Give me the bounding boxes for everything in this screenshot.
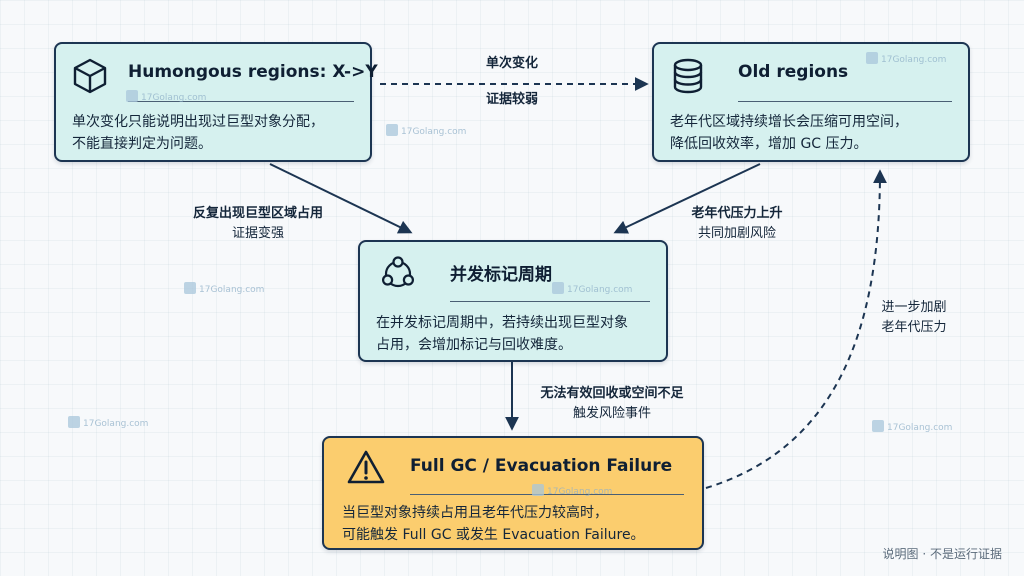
edge-old-to-concurrent: [613, 163, 761, 234]
edge-label-old-to-concurrent: 老年代压力上升 共同加剧风险: [691, 206, 783, 241]
node-full-gc: Full GC / Evacuation Failure 当巨型对象持续占用且老…: [322, 436, 704, 550]
divider: [128, 101, 354, 102]
divider: [450, 301, 650, 302]
node-humongous: Humongous regions: X->Y 单次变化只能说明出现过巨型对象分…: [54, 42, 378, 162]
node-old-regions: Old regions 老年代区域持续增长会压缩可用空间， 降低回收效率，增加 …: [652, 42, 970, 162]
node-title: Humongous regions: X->Y: [128, 62, 378, 82]
watermark: 17Golang.com: [68, 416, 148, 429]
watermark: 17Golang.com: [386, 124, 466, 137]
watermark: 17Golang.com: [552, 282, 632, 295]
footer-note: 说明图 · 不是运行证据: [882, 547, 1002, 561]
watermark: 17Golang.com: [866, 52, 946, 65]
watermark: 17Golang.com: [126, 90, 206, 103]
watermark: 17Golang.com: [184, 282, 264, 295]
node-concurrent-marking: 并发标记周期 在并发标记周期中，若持续出现巨型对象 占用，会增加标记与回收难度。: [358, 240, 668, 362]
node-description: 单次变化只能说明出现过巨型对象分配， 不能直接判定为问题。: [72, 114, 324, 152]
node-description: 老年代区域持续增长会压缩可用空间， 降低回收效率，增加 GC 压力。: [670, 114, 908, 152]
node-title: Old regions: [738, 62, 849, 82]
edge-label-concurrent-to-fullgc: 无法有效回收或空间不足 触发风险事件: [540, 386, 684, 421]
edge-label-fullgc-to-old: 进一步加剧 老年代压力: [881, 300, 947, 335]
node-title: Full GC / Evacuation Failure: [410, 456, 673, 476]
edge-humongous-to-concurrent: [269, 163, 413, 234]
node-description: 在并发标记周期中，若持续出现巨型对象 占用，会增加标记与回收难度。: [376, 315, 628, 353]
database-icon: [673, 58, 703, 94]
watermark: 17Golang.com: [532, 484, 612, 497]
divider: [738, 101, 952, 102]
edge-label-humongous-to-old: 单次变化 证据较弱: [485, 56, 538, 107]
watermark: 17Golang.com: [872, 420, 952, 433]
warning-icon: [347, 450, 385, 484]
cube-icon: [73, 58, 107, 94]
edge-fullgc-to-old: [705, 169, 887, 489]
node-description: 当巨型对象持续占用且老年代压力较高时， 可能触发 Full GC 或发生 Eva…: [342, 505, 645, 543]
node-title: 并发标记周期: [450, 265, 552, 285]
cycle-icon: [382, 256, 414, 288]
edge-label-humongous-to-concurrent: 反复出现巨型区域占用 证据变强: [192, 206, 323, 241]
